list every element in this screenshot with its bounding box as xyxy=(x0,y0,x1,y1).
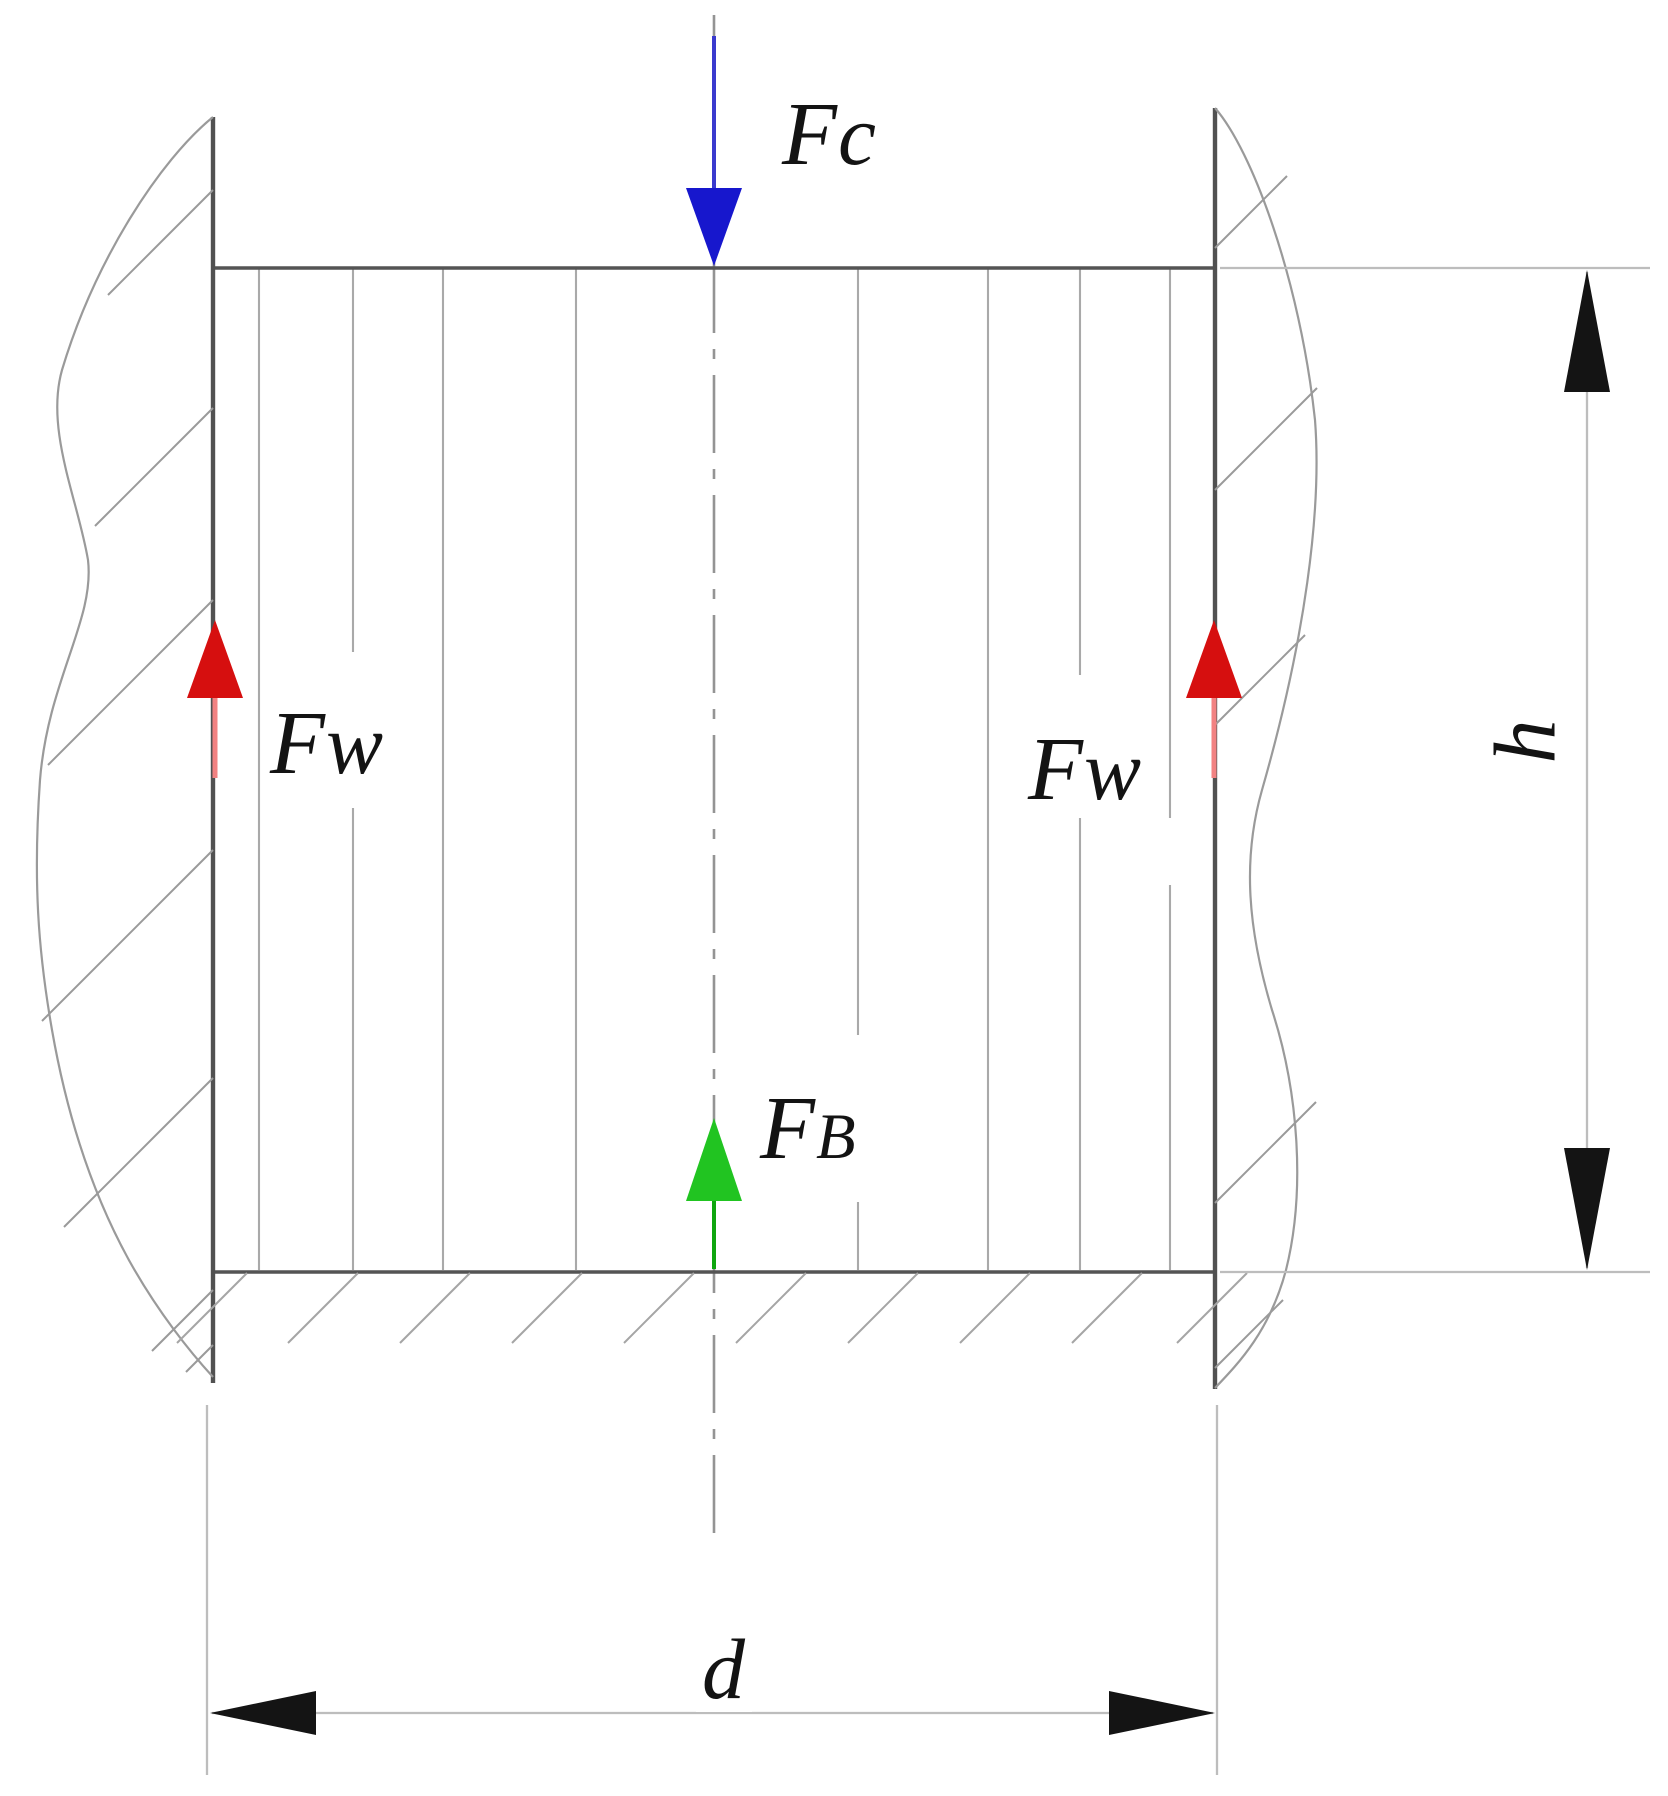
ground-hatch-tick xyxy=(735,1272,807,1344)
hatch-line xyxy=(1214,175,1288,249)
wall-break-lines xyxy=(35,107,1318,1389)
left-wall-force-arrowhead xyxy=(187,620,243,698)
ground-hatch-tick xyxy=(1176,1272,1248,1344)
h-arrowhead-top xyxy=(1564,270,1610,392)
buoyant-force-subscript: B xyxy=(815,1101,857,1173)
h-arrowhead-bottom xyxy=(1564,1148,1610,1270)
hatch-line xyxy=(63,1077,214,1228)
hatch-line xyxy=(185,1344,214,1373)
left-wall-force-symbol: F xyxy=(270,694,326,793)
hatch-line xyxy=(94,407,214,527)
hatch-line xyxy=(1214,634,1306,726)
ground-hatch-tick xyxy=(623,1272,695,1344)
hatch-line xyxy=(107,189,214,296)
right-wall-wavy-line xyxy=(1214,107,1318,1389)
left-wall-force-subscript: w xyxy=(325,698,385,792)
hatch-line xyxy=(41,849,214,1022)
ground-hatch-tick xyxy=(399,1272,471,1344)
right-wall-force-arrowhead xyxy=(1186,620,1242,698)
hatch-line xyxy=(1214,1299,1284,1369)
ground-hatch-tick xyxy=(959,1272,1031,1344)
top-force-subscript: c xyxy=(837,89,877,183)
right-wall-force-label: Fw xyxy=(1022,724,1149,818)
d-arrowhead-right xyxy=(1109,1691,1215,1735)
hatch-line xyxy=(1214,387,1318,491)
cylinder-element-lines xyxy=(257,268,1172,1270)
top-force-label: Fc xyxy=(776,90,883,180)
ground-hatching xyxy=(176,1272,1248,1344)
diameter-dimension-label: d xyxy=(696,1626,752,1712)
right-wall-force-arrow xyxy=(1186,620,1242,778)
left-wall-wavy-line xyxy=(35,116,214,1378)
left-wall-force-arrow xyxy=(187,620,243,778)
left-wall-force-label: Fw xyxy=(264,698,391,792)
body-outline xyxy=(213,266,1215,1274)
buoyant-force-arrow xyxy=(686,1118,742,1269)
ground-hatch-tick xyxy=(847,1272,919,1344)
top-force-arrowhead xyxy=(686,188,742,266)
buoyant-force-label: FB xyxy=(754,1084,863,1174)
hatch-line xyxy=(1214,1101,1317,1204)
hatch-line xyxy=(47,599,214,766)
top-force-symbol: F xyxy=(782,85,838,184)
dimension-arrowheads xyxy=(210,270,1610,1735)
height-dimension-label: h xyxy=(1478,714,1575,768)
top-force-arrow xyxy=(686,36,742,266)
right-wall-force-symbol: F xyxy=(1028,720,1084,819)
hatch-line xyxy=(151,1289,214,1352)
ground-hatch-tick xyxy=(287,1272,359,1344)
dimension-lines xyxy=(205,266,1650,1775)
right-wall-force-subscript: w xyxy=(1083,724,1143,818)
buoyant-force-arrowhead xyxy=(686,1118,742,1201)
buoyant-force-symbol: F xyxy=(760,1079,816,1178)
ground-hatch-tick xyxy=(1071,1272,1143,1344)
wall-hatching xyxy=(41,175,1318,1373)
ground-hatch-tick xyxy=(176,1272,248,1344)
ground-hatch-tick xyxy=(511,1272,583,1344)
d-arrowhead-left xyxy=(210,1691,316,1735)
